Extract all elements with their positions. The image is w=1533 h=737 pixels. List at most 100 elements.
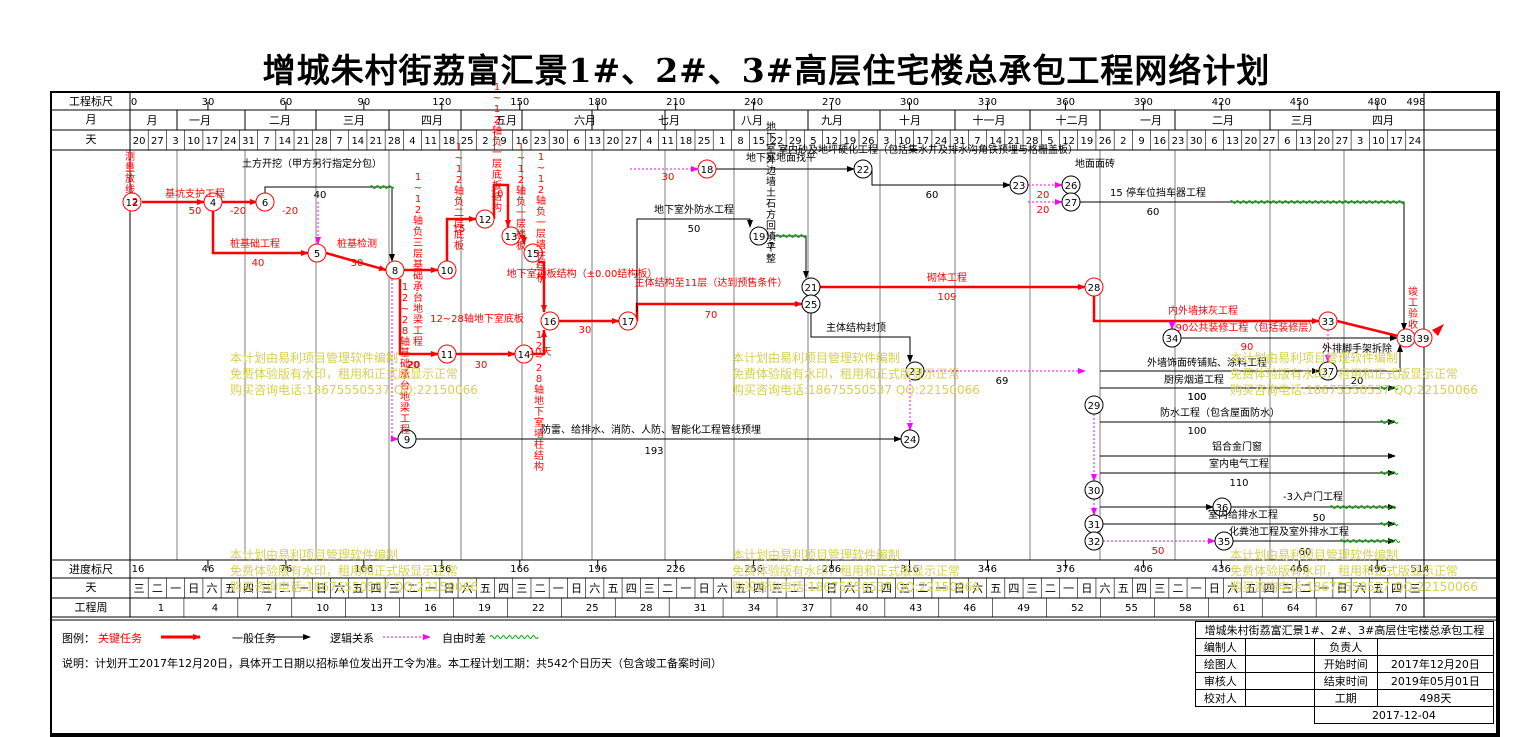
task-label: 墙 (766, 175, 776, 188)
weekday-label: 三 (1154, 582, 1165, 595)
task-node (397, 429, 417, 449)
week-label: 13 (370, 603, 383, 614)
weekday-label: 二 (1172, 582, 1183, 595)
scale-tick: 60 (280, 97, 293, 108)
task-label: 50 (1152, 546, 1165, 557)
task-duration: 50 (1313, 513, 1326, 524)
scale-tick: 330 (978, 97, 997, 108)
critical-task-line (1336, 319, 1407, 340)
week-label: 4 (212, 603, 218, 614)
task-label: 2 (536, 341, 542, 352)
week-label: 34 (748, 603, 761, 614)
day-label: 21 (1008, 136, 1021, 147)
task-node (1084, 395, 1104, 415)
weekday-label: 日 (826, 582, 837, 595)
day-label: 22 (771, 136, 784, 147)
weekday-label: 日 (443, 582, 454, 595)
node-number: 30 (1088, 486, 1101, 497)
watermark-text: 免费体验版有水印，租用和正式版显示正常 (732, 563, 960, 578)
day-label: 18 (443, 136, 456, 147)
task-duration: 40 (252, 258, 265, 269)
task-label: 一 (536, 218, 546, 229)
weekday-label: 四 (753, 582, 764, 595)
weekday-label: 三 (644, 582, 655, 595)
week-label: 43 (909, 603, 922, 614)
task-label: 验 (1408, 307, 1418, 320)
weekday-label: 六 (844, 582, 855, 595)
task-node (437, 260, 457, 280)
task-duration: 20 (407, 360, 420, 371)
task-label: 梁 (400, 401, 410, 414)
node-number: 25 (805, 300, 818, 311)
tb-date: 2017-12-04 (1313, 706, 1495, 724)
task-label: 桩基础工程 (230, 237, 280, 250)
weekday-label: 日 (954, 582, 965, 595)
day-label: 17 (916, 136, 929, 147)
node-number: 16 (544, 317, 557, 328)
month-label: 十月 (899, 113, 921, 127)
task-label: 15 停车位挡车器工程 (1110, 186, 1206, 199)
progress-tick: 286 (822, 564, 841, 575)
day-label: 7 (974, 136, 980, 147)
critical-task-line (533, 329, 547, 356)
task-label: 墙 (534, 427, 544, 440)
float-line (1329, 505, 1397, 509)
task-duration: 7 (538, 275, 544, 286)
scale-tick: 270 (822, 97, 841, 108)
task-label: 回 (766, 220, 776, 232)
task-node (523, 243, 543, 263)
weekday-label: 二 (790, 582, 801, 595)
progress-tick: 106 (354, 564, 373, 575)
day-label: 13 (1299, 136, 1312, 147)
day-label: 9 (500, 136, 506, 147)
month-label: 二月 (1212, 114, 1234, 127)
legend-normal: 一般任务 (232, 632, 276, 645)
week-label: 70 (1395, 603, 1408, 614)
task-label: 整 (766, 252, 776, 265)
week-label: 28 (640, 603, 653, 614)
task-label: 负 (516, 195, 526, 208)
node-number: 11 (441, 350, 454, 361)
day-label: 30 (552, 136, 565, 147)
task-label: 铝合金门窗 (1212, 440, 1262, 453)
day-label: 18 (680, 136, 693, 147)
weekday-label: 日 (188, 582, 199, 595)
day-label: 26 (862, 136, 875, 147)
task-label: 1 (518, 164, 524, 175)
day-label: 6 (573, 136, 579, 147)
progress-tick: 436 (1212, 564, 1231, 575)
task-duration: 2 (132, 197, 138, 208)
task-label: 程 (413, 336, 423, 348)
watermark-text: 免费体验版有水印，租用和正式版显示正常 (1230, 366, 1458, 381)
task-label: 20 (1037, 190, 1050, 201)
watermark-text: 购买咨询电话:18675550537 QQ:22150066 (732, 579, 980, 594)
task-label: 土 (766, 186, 776, 199)
month-label: 六月 (574, 114, 596, 127)
task-label: 地下室顶板结构（±0.00结构板） (507, 267, 658, 280)
node-number: 38 (1400, 334, 1413, 345)
weekday-label: 四 (1391, 582, 1402, 595)
progress-tick: 376 (1056, 564, 1075, 575)
month-label: 月 (147, 114, 158, 127)
task-label: 测 (125, 150, 135, 163)
day-label: 3 (883, 136, 889, 147)
task-node (1162, 328, 1182, 348)
plan-note: 说明：计划开工2017年12月20日，具体开工日期以招标单位发出开工令为准。本工… (62, 657, 722, 670)
day-label: 28 (315, 136, 328, 147)
task-node (1009, 175, 1029, 195)
task-label: 负 (454, 195, 464, 208)
watermark-text: 本计划由易利项目管理软件编制 (1230, 350, 1398, 365)
progress-tick: 16 (132, 564, 145, 575)
weekday-label: 五 (735, 582, 746, 595)
node-number: 9 (404, 435, 410, 446)
task-label: 墙 (536, 238, 546, 251)
watermark-text: 本计划由易利项目管理软件编制 (1230, 547, 1398, 562)
task-label: 柱 (536, 249, 546, 262)
weekday-label: 五 (225, 582, 236, 595)
task-node (697, 159, 717, 179)
tb-cell: 2019年05月01日 (1376, 672, 1495, 690)
week-label: 19 (478, 603, 491, 614)
day-label: 19 (844, 136, 857, 147)
weekday-label: 一 (425, 582, 436, 595)
weekday-label: 六 (972, 582, 983, 595)
